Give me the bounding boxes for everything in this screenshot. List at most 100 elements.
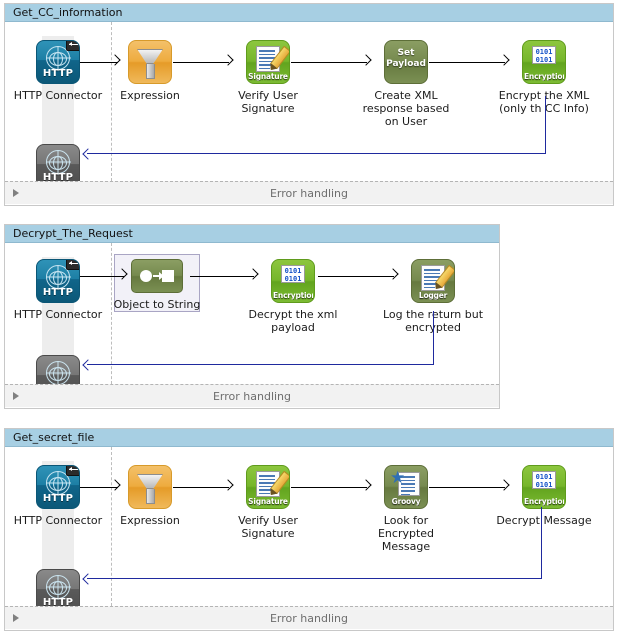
signature-icon[interactable]: Signature xyxy=(246,465,290,509)
connector-line xyxy=(318,276,394,277)
icon-chip-label: Encryption xyxy=(273,291,313,300)
http-connector-icon[interactable]: HTTP xyxy=(36,40,80,84)
return-path-arrowhead xyxy=(83,574,92,583)
object-to-string-glyph xyxy=(140,269,174,283)
flow-title: Decrypt_The_Request xyxy=(5,225,499,243)
return-path-vertical xyxy=(433,311,434,364)
icon-chip-label: Logger xyxy=(418,291,448,300)
icon-chip-label: Signature xyxy=(248,497,288,506)
set-payload-icon[interactable]: Set Payload xyxy=(384,40,428,84)
http-label: HTTP xyxy=(42,172,74,183)
http-label: HTTP xyxy=(42,597,74,608)
node-label: Object to String xyxy=(113,298,201,311)
binary-glyph: 0101 0101 xyxy=(532,46,556,64)
error-handling-label: Error handling xyxy=(269,611,349,625)
connector-line xyxy=(291,487,367,488)
globe-icon xyxy=(46,150,70,174)
return-path-horizontal xyxy=(87,153,546,154)
expand-triangle-icon[interactable] xyxy=(13,614,19,622)
return-path-vertical xyxy=(541,507,542,578)
icon-chip-label: Groovy xyxy=(391,497,421,506)
globe-icon xyxy=(46,265,70,289)
expand-triangle-icon[interactable] xyxy=(13,392,19,400)
return-path-horizontal xyxy=(87,578,542,579)
flow-decrypt-the-request[interactable]: Decrypt_The_Request HTTP HTTP Connector … xyxy=(4,224,500,409)
source-divider xyxy=(111,447,112,606)
http-connector-node[interactable]: HTTP HTTP Connector xyxy=(3,259,113,321)
connector-line xyxy=(190,276,254,277)
signature-icon[interactable]: Signature xyxy=(246,40,290,84)
encryption-icon[interactable]: 0101 0101 Encryption xyxy=(271,259,315,303)
return-path-horizontal xyxy=(87,364,434,365)
connector-arrowhead xyxy=(389,270,397,282)
logger-icon[interactable]: Logger xyxy=(411,259,455,303)
node-label: HTTP Connector xyxy=(13,514,103,527)
request-response-badge-icon xyxy=(66,41,79,51)
connector-line xyxy=(429,487,505,488)
return-path-arrowhead xyxy=(83,149,92,158)
processor-encrypt-xml[interactable]: 0101 0101 Encryption Encrypt the XML(onl… xyxy=(489,40,599,115)
http-label: HTTP xyxy=(42,68,74,79)
error-handling-section[interactable]: Error handling xyxy=(5,384,499,407)
encryption-icon[interactable]: 0101 0101 Encryption xyxy=(522,465,566,509)
node-label: HTTP Connector xyxy=(13,89,103,102)
object-to-string-icon[interactable] xyxy=(131,259,183,293)
http-label: HTTP xyxy=(42,493,74,504)
icon-chip-label: Encryption xyxy=(524,497,564,506)
node-label: Decrypt Message xyxy=(496,514,592,527)
return-path-arrowhead xyxy=(83,360,92,369)
processor-expression[interactable]: Expression xyxy=(95,465,205,527)
http-connector-icon[interactable]: HTTP xyxy=(36,259,80,303)
connector-arrowhead xyxy=(224,56,232,68)
http-connector-node[interactable]: HTTP HTTP Connector xyxy=(3,40,113,102)
request-response-badge-icon xyxy=(66,466,79,476)
http-connector-node[interactable]: HTTP HTTP Connector xyxy=(3,465,113,527)
expression-funnel-icon[interactable] xyxy=(128,465,172,509)
binary-glyph: 0101 0101 xyxy=(532,471,556,489)
expression-funnel-icon[interactable] xyxy=(128,40,172,84)
http-label: HTTP xyxy=(42,287,74,298)
http-connector-icon[interactable]: HTTP xyxy=(36,465,80,509)
connector-line xyxy=(80,487,118,488)
error-handling-section[interactable]: Error handling xyxy=(5,181,613,204)
connector-line xyxy=(80,276,124,277)
error-handling-label: Error handling xyxy=(212,389,292,403)
connector-line xyxy=(291,62,367,63)
http-response-icon[interactable]: HTTP xyxy=(36,144,80,188)
node-label: Encrypt the XML(only th CC Info) xyxy=(498,89,590,115)
connector-line xyxy=(429,62,505,63)
node-label: HTTP Connector xyxy=(13,308,103,321)
processor-object-to-string[interactable]: Object to String xyxy=(102,259,212,311)
globe-icon xyxy=(46,46,70,70)
node-label: Expression xyxy=(120,89,180,102)
processor-decrypt-message[interactable]: 0101 0101 Encryption Decrypt Message xyxy=(489,465,599,527)
flow-get-secret-file[interactable]: Get_secret_file HTTP HTTP Connector HTTP xyxy=(4,428,614,631)
http-response-node[interactable]: HTTP xyxy=(3,569,113,613)
node-label: Expression xyxy=(120,514,180,527)
http-response-node[interactable]: HTTP xyxy=(3,144,113,188)
connector-arrowhead xyxy=(224,481,232,493)
return-path-vertical xyxy=(545,96,546,153)
http-response-icon[interactable]: HTTP xyxy=(36,569,80,613)
funnel-glyph xyxy=(137,49,163,79)
document-glyph xyxy=(398,472,420,496)
groovy-icon[interactable]: ★ Groovy xyxy=(384,465,428,509)
encryption-icon[interactable]: 0101 0101 Encryption xyxy=(522,40,566,84)
flow-title: Get_secret_file xyxy=(5,429,613,447)
processor-expression[interactable]: Expression xyxy=(95,40,205,102)
set-payload-glyph: Set Payload xyxy=(386,48,426,69)
flow-get-cc-information[interactable]: Get_CC_information HTTP HTTP Connector xyxy=(4,3,614,206)
connector-line xyxy=(80,62,118,63)
error-handling-section[interactable]: Error handling xyxy=(5,606,613,629)
expand-triangle-icon[interactable] xyxy=(13,189,19,197)
icon-chip-label: Signature xyxy=(248,72,288,81)
request-response-badge-icon xyxy=(66,260,79,270)
